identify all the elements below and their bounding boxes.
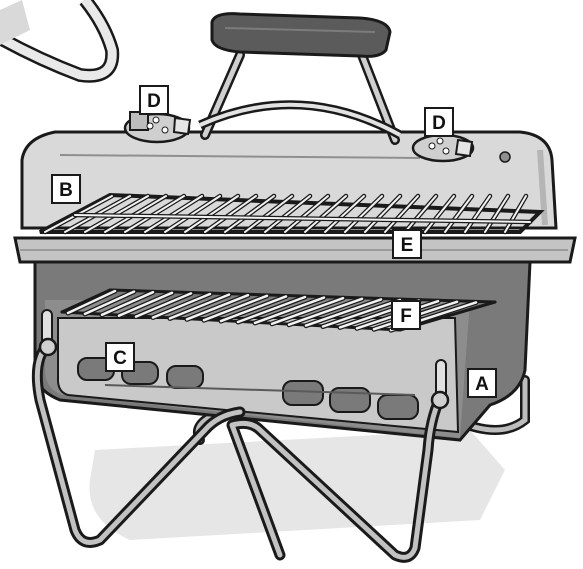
hanging-cable <box>0 0 120 83</box>
callout-b: B <box>51 174 81 204</box>
grate-bar <box>444 195 473 233</box>
callout-a-label: A <box>475 374 489 395</box>
front-legs <box>31 337 450 563</box>
grate-bar <box>164 195 221 233</box>
grate-bar <box>236 295 307 324</box>
callout-a: A <box>467 368 497 398</box>
grate-bar <box>404 195 437 233</box>
grate-bar <box>324 195 365 233</box>
grate-bar <box>83 290 136 316</box>
grate-bar <box>74 214 531 223</box>
grate-bar <box>168 293 231 320</box>
grate-bar <box>464 195 491 233</box>
handle-grip <box>210 12 392 58</box>
grate-bar <box>224 195 275 233</box>
grate-bar <box>134 292 193 318</box>
grate-bar <box>100 290 155 317</box>
callout-d-right-label: D <box>432 113 446 134</box>
grate-bar <box>304 195 347 233</box>
damper-right <box>411 133 475 163</box>
grate-bar <box>287 297 364 326</box>
grate-bar <box>344 195 383 233</box>
grate-bar <box>219 295 288 323</box>
callout-e: E <box>392 229 422 259</box>
grate-bar <box>204 195 257 233</box>
grate-bar <box>66 289 117 315</box>
lid-rim <box>13 236 577 264</box>
grate-bar <box>244 195 293 233</box>
grate-bar <box>364 195 401 233</box>
grate-bar <box>504 195 527 233</box>
callout-d-left: D <box>139 85 169 115</box>
carry-handle <box>198 12 403 145</box>
grate-bar <box>264 195 311 233</box>
grate-bar <box>304 298 383 327</box>
callout-d-left-label: D <box>147 91 161 112</box>
grate-bar <box>117 291 174 317</box>
cooking-grate-bars <box>42 193 533 235</box>
grate-bar <box>151 292 212 319</box>
grate-bar <box>321 298 402 328</box>
callout-c-label: C <box>113 348 127 369</box>
callout-d-right: D <box>424 107 454 137</box>
callout-c: C <box>105 342 135 372</box>
grate-bar <box>253 296 326 325</box>
callout-e-label: E <box>401 235 414 256</box>
grate-bar <box>384 195 419 233</box>
grate-bar <box>284 195 329 233</box>
floor-shadow <box>89 430 505 540</box>
grate-bar <box>424 195 455 233</box>
damper-left <box>123 111 192 144</box>
grate-bar <box>484 195 509 233</box>
grate-bar <box>185 293 250 321</box>
callout-f: F <box>391 300 421 330</box>
grate-bar <box>202 294 269 322</box>
grate-bar <box>184 195 239 233</box>
grate-bar <box>144 195 203 233</box>
grate-bar <box>270 296 345 326</box>
callout-b-label: B <box>59 180 73 201</box>
callout-f-label: F <box>400 306 412 327</box>
